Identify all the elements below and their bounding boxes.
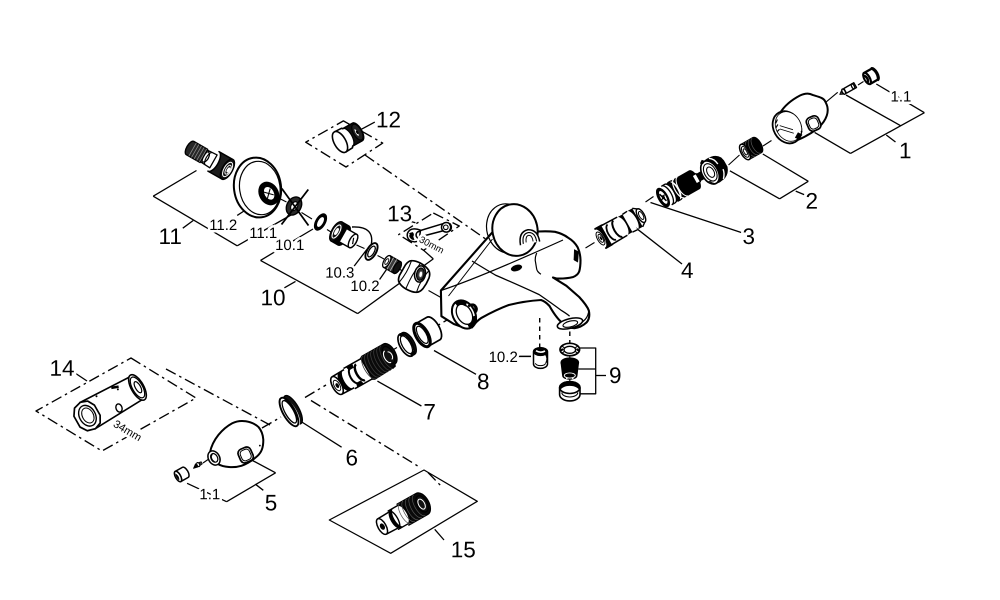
svg-text:6: 6 <box>345 445 358 470</box>
svg-text:8: 8 <box>477 369 490 394</box>
svg-text:5: 5 <box>265 490 278 515</box>
svg-text:15: 15 <box>451 537 476 562</box>
svg-text:10.2: 10.2 <box>350 278 379 295</box>
svg-text:2: 2 <box>805 189 818 214</box>
svg-text:1.1: 1.1 <box>199 486 220 503</box>
svg-text:10.1: 10.1 <box>275 237 304 254</box>
svg-text:10.2: 10.2 <box>489 349 518 366</box>
svg-text:11: 11 <box>158 224 181 249</box>
svg-text:3: 3 <box>742 224 755 249</box>
svg-text:14: 14 <box>49 356 74 381</box>
svg-text:11.1: 11.1 <box>249 225 277 242</box>
svg-text:9: 9 <box>609 363 622 388</box>
svg-text:10.3: 10.3 <box>325 265 354 282</box>
svg-text:1: 1 <box>899 138 912 163</box>
svg-text:12: 12 <box>376 107 401 132</box>
svg-text:11.2: 11.2 <box>209 217 237 234</box>
svg-text:4: 4 <box>681 258 694 283</box>
svg-text:13: 13 <box>387 201 412 226</box>
svg-text:10: 10 <box>260 285 285 310</box>
svg-text:1.1: 1.1 <box>890 89 911 106</box>
svg-text:7: 7 <box>423 400 436 425</box>
